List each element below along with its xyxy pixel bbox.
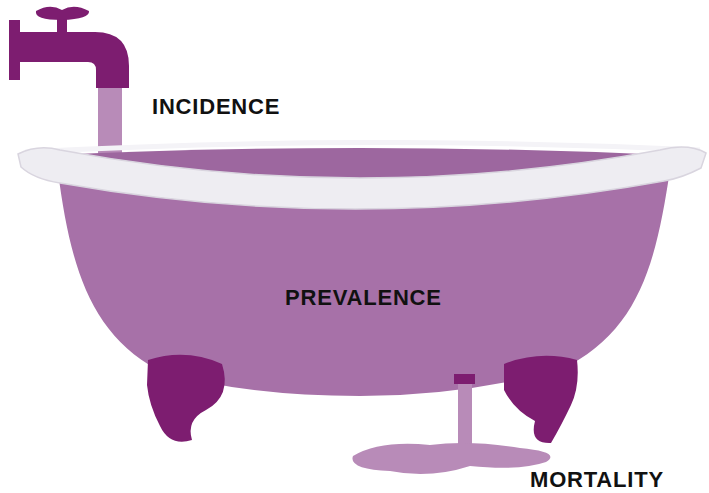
node-text: PREVALENCE xyxy=(285,287,442,309)
flow-label: INCIDENCE xyxy=(152,96,280,118)
faucet-pipe xyxy=(9,20,129,88)
bathtub-outline xyxy=(0,140,709,485)
faucet-handle xyxy=(36,7,89,20)
bathtub-node: PREVALENCE xyxy=(0,140,709,485)
flow-label: MORTALITY xyxy=(530,469,664,491)
